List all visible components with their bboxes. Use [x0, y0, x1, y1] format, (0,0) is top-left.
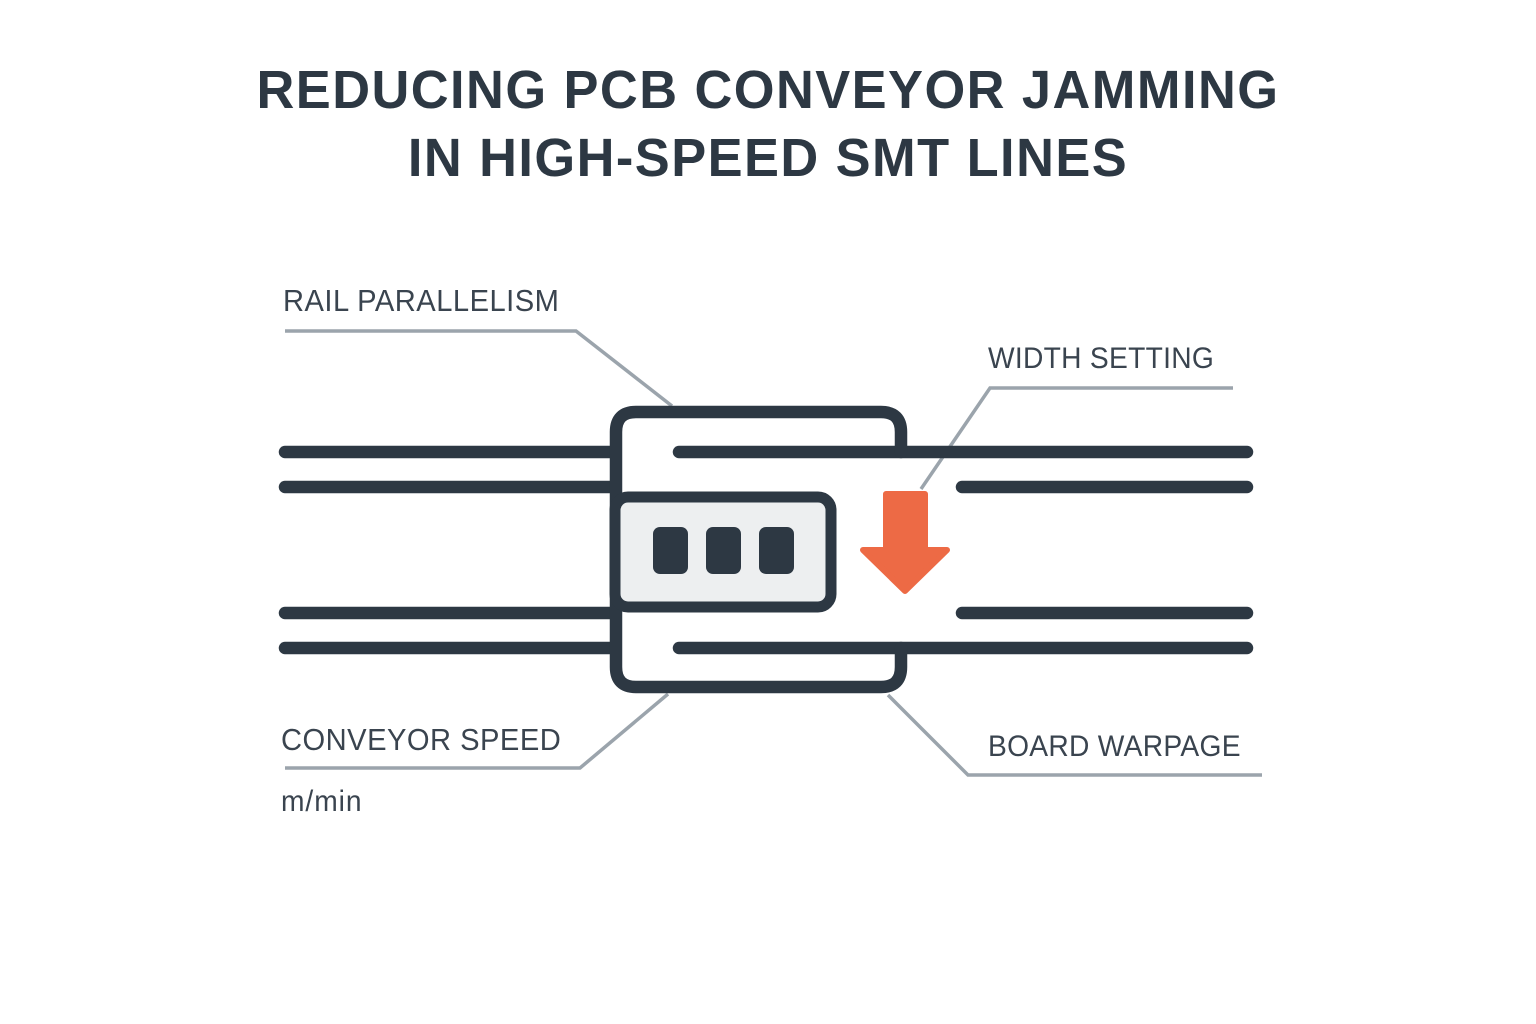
- leader-line-conveyor-speed: [285, 692, 670, 770]
- label-rail-parallelism: RAIL PARALLELISM: [283, 283, 560, 318]
- pcb-component: [653, 527, 688, 574]
- leader-line-rail-parallelism: [285, 329, 674, 408]
- label-width-setting: WIDTH SETTING: [988, 342, 1215, 375]
- page-title-line1: REDUCING PCB CONVEYOR JAMMING: [256, 60, 1280, 120]
- page-title: REDUCING PCB CONVEYOR JAMMING IN HIGH-SP…: [23, 56, 1513, 192]
- label-conveyor-speed: CONVEYOR SPEED: [281, 722, 562, 757]
- label-conveyor-speed-unit: m/min: [281, 785, 363, 818]
- pcb-board: [609, 491, 837, 613]
- pcb-component: [706, 527, 741, 574]
- leader-line-width-setting: [919, 386, 1233, 490]
- down-arrow-icon: [860, 491, 950, 594]
- page-title-line2: IN HIGH-SPEED SMT LINES: [407, 128, 1129, 188]
- pcb-component: [759, 527, 794, 574]
- leader-line-board-warpage: [886, 693, 1262, 777]
- label-board-warpage: BOARD WARPAGE: [988, 730, 1241, 763]
